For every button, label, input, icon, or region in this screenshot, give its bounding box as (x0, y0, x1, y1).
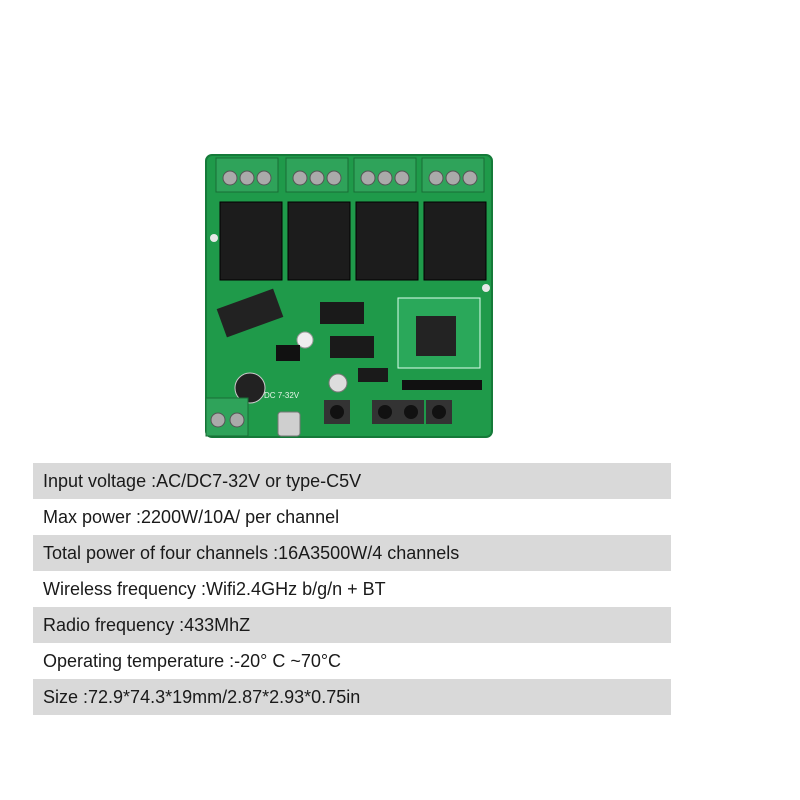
usb-c-port (277, 411, 301, 437)
power-terminal (205, 397, 249, 437)
relay-3 (355, 201, 419, 281)
spec-input-voltage: Input voltage :AC/DC7-32V or type-C5V (33, 463, 671, 499)
ic-chip-1 (320, 302, 364, 324)
relay-2 (287, 201, 351, 281)
terminal-block-1 (215, 157, 279, 193)
terminal-block-4 (421, 157, 485, 193)
rf-module (216, 288, 284, 338)
spec-size: Size :72.9*74.3*19mm/2.87*2.93*0.75in (33, 679, 671, 715)
spec-max-power: Max power :2200W/10A/ per channel (33, 499, 671, 535)
power-silkscreen-label: DC 7-32V (264, 391, 300, 400)
spec-operating-temperature: Operating temperature :-20° C ~70°C (33, 643, 671, 679)
push-buttons (324, 400, 452, 424)
terminal-block-2 (285, 157, 349, 193)
relay-4 (423, 201, 487, 281)
ic-chip-2 (330, 336, 374, 358)
capacitor (234, 372, 266, 404)
header-pins (402, 380, 482, 390)
spec-wireless-frequency: Wireless frequency :Wifi2.4GHz b/g/n + B… (33, 571, 671, 607)
relay-board-illustration: DC 7-32V (205, 154, 493, 438)
ic-chip-3 (358, 368, 388, 382)
relay-board-image: DC 7-32V (190, 140, 510, 440)
terminal-block-3 (353, 157, 417, 193)
spec-radio-frequency: Radio frequency :433MhZ (33, 607, 671, 643)
spec-table: Input voltage :AC/DC7-32V or type-C5V Ma… (33, 463, 671, 715)
relay-1 (219, 201, 283, 281)
spec-total-power: Total power of four channels :16A3500W/4… (33, 535, 671, 571)
